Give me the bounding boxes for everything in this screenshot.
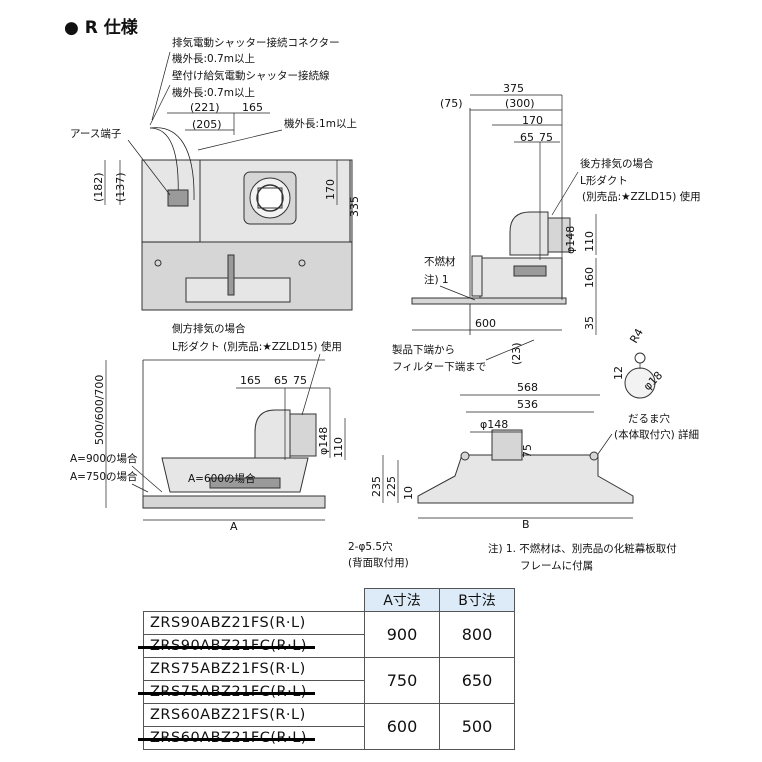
table-row: ZRS60ABZ21FS(R·L) 600 500 bbox=[143, 703, 515, 750]
phi148-right: φ148 bbox=[480, 418, 508, 431]
callout-cable-1: 機外長:0.7m以上 bbox=[172, 52, 255, 65]
table-row: ZRS90ABZ21FC(R·L) bbox=[138, 634, 515, 658]
right-body bbox=[417, 454, 634, 504]
b-value: 800 bbox=[439, 611, 515, 658]
phi148-side: φ148 bbox=[564, 226, 577, 254]
earth-terminal bbox=[167, 189, 189, 207]
rear-exhaust-label: 後方排気の場合 bbox=[580, 157, 654, 170]
dim-12: 12 bbox=[612, 366, 625, 380]
dim-65-front: 65 bbox=[274, 374, 288, 387]
b-value: 500 bbox=[439, 703, 515, 750]
dim-225: 225 bbox=[385, 476, 398, 497]
side-exhaust-label: 側方排気の場合 bbox=[172, 322, 246, 335]
dim-568: 568 bbox=[517, 381, 538, 394]
from-bottom-label: 製品下端から bbox=[392, 343, 455, 356]
to-filter-label: フィルター下端まで bbox=[392, 360, 486, 373]
dim-10: 10 bbox=[402, 486, 415, 500]
dim-536: 536 bbox=[517, 398, 538, 411]
a-value: 900 bbox=[364, 611, 440, 658]
dim-137: (137) bbox=[114, 172, 127, 202]
dimension-table: A寸法 B寸法 ZRS90ABZ21FS(R·L) 900 800 ZRS90A… bbox=[138, 588, 515, 750]
section-title: ● R 仕様 bbox=[64, 17, 139, 38]
a-value: 750 bbox=[364, 657, 440, 704]
dim-a: A bbox=[230, 520, 238, 533]
model-name: ZRS90ABZ21FS(R·L) bbox=[143, 611, 365, 635]
a900-label: A=900の場合 bbox=[70, 452, 138, 465]
l-duct-label: L形ダクト bbox=[580, 174, 628, 187]
dim-height: 500/600/700 bbox=[93, 375, 106, 445]
model-name-old: ZRS75ABZ21FC(R·L) bbox=[138, 684, 315, 700]
model-name-old: ZRS60ABZ21FC(R·L) bbox=[138, 730, 315, 746]
b-value: 650 bbox=[439, 657, 515, 704]
hole-label: 2-φ5.5穴 bbox=[348, 540, 393, 553]
dim-75-front: 75 bbox=[293, 374, 307, 387]
top-view: (221) 165 (205) (182) (137) 170 335 排気電動… bbox=[70, 36, 361, 311]
model-name-old: ZRS90ABZ21FC(R·L) bbox=[138, 638, 315, 654]
note1-ref: 注) 1 bbox=[424, 273, 449, 286]
dim-375: 375 bbox=[503, 82, 524, 95]
front-view: 165 65 75 φ148 110 500/600/700 側方排気の場合 L… bbox=[70, 322, 409, 569]
dim-r4: R4 bbox=[627, 326, 646, 345]
dim-170-side: 170 bbox=[522, 114, 543, 127]
dim-110-front: 110 bbox=[332, 437, 345, 458]
dim-300: (300) bbox=[505, 97, 535, 110]
earth-terminal-label: アース端子 bbox=[70, 127, 121, 140]
dim-65-side: 65 bbox=[520, 131, 534, 144]
dim-205: (205) bbox=[192, 118, 222, 131]
col-a-header: A寸法 bbox=[364, 588, 440, 612]
dim-35-side: 35 bbox=[583, 316, 596, 330]
l-duct-option: (別売品:★ZZLD15) 使用 bbox=[582, 190, 701, 203]
hole-note: (背面取付用) bbox=[348, 556, 409, 569]
table-row: ZRS75ABZ21FS(R·L) 750 650 bbox=[143, 657, 515, 704]
handle-slot bbox=[227, 254, 235, 296]
dim-160-side: 160 bbox=[583, 267, 596, 288]
dim-235: 235 bbox=[370, 476, 383, 497]
a-value: 600 bbox=[364, 703, 440, 750]
side-view: 375 (75) (300) 170 65 75 後方排気の場合 L形ダクト (… bbox=[392, 82, 701, 373]
col-b-header: B寸法 bbox=[439, 588, 515, 612]
note-line-2: フレームに付属 bbox=[520, 559, 593, 572]
callout-connector: 排気電動シャッター接続コネクター bbox=[172, 36, 340, 49]
callout-cable-3: 機外長:1m以上 bbox=[284, 117, 357, 130]
callout-cable-2: 機外長:0.7m以上 bbox=[172, 86, 255, 99]
daruma-detail: (本体取付穴) 詳細 bbox=[614, 428, 699, 441]
table-row: ZRS90ABZ21FS(R·L) 900 800 bbox=[143, 611, 515, 658]
dim-165: 165 bbox=[242, 101, 263, 114]
phi148-front: φ148 bbox=[317, 427, 330, 455]
dim-170-top: 170 bbox=[324, 179, 337, 200]
side-body bbox=[479, 257, 563, 299]
dim-75-right: 75 bbox=[521, 444, 534, 458]
right-view: 568 536 φ148 75 235 225 10 B R4 12 φ18 だ… bbox=[370, 326, 699, 531]
table-header: A寸法 B寸法 bbox=[143, 588, 515, 612]
dim-221: (221) bbox=[190, 101, 220, 114]
noncombustible-label: 不燃材 bbox=[424, 255, 456, 268]
dim-165-front: 165 bbox=[240, 374, 261, 387]
dim-182: (182) bbox=[92, 172, 105, 202]
dim-110-side: 110 bbox=[583, 231, 596, 252]
dim-b: B bbox=[522, 518, 530, 531]
callout-wall-cable: 壁付け給気電動シャッター接続線 bbox=[172, 69, 330, 82]
dim-600-side: 600 bbox=[475, 317, 496, 330]
dim-75b-side: 75 bbox=[539, 131, 553, 144]
a600-label: A=600の場合 bbox=[188, 472, 256, 485]
a750-label: A=750の場合 bbox=[70, 470, 138, 483]
model-name: ZRS60ABZ21FS(R·L) bbox=[143, 703, 365, 727]
l-duct bbox=[509, 211, 549, 256]
model-name: ZRS75ABZ21FS(R·L) bbox=[143, 657, 365, 681]
side-l-duct-label: L形ダクト (別売品:★ZZLD15) 使用 bbox=[172, 340, 342, 353]
dim-23-side: (23) bbox=[510, 342, 523, 365]
dim-75-side: (75) bbox=[440, 97, 463, 110]
daruma-label: だるま穴 bbox=[628, 412, 670, 425]
note-line-1: 注) 1. 不燃材は、別売品の化粧幕板取付 bbox=[488, 542, 677, 555]
dim-335: 335 bbox=[348, 196, 361, 217]
table-row: ZRS60ABZ21FC(R·L) bbox=[138, 726, 515, 750]
